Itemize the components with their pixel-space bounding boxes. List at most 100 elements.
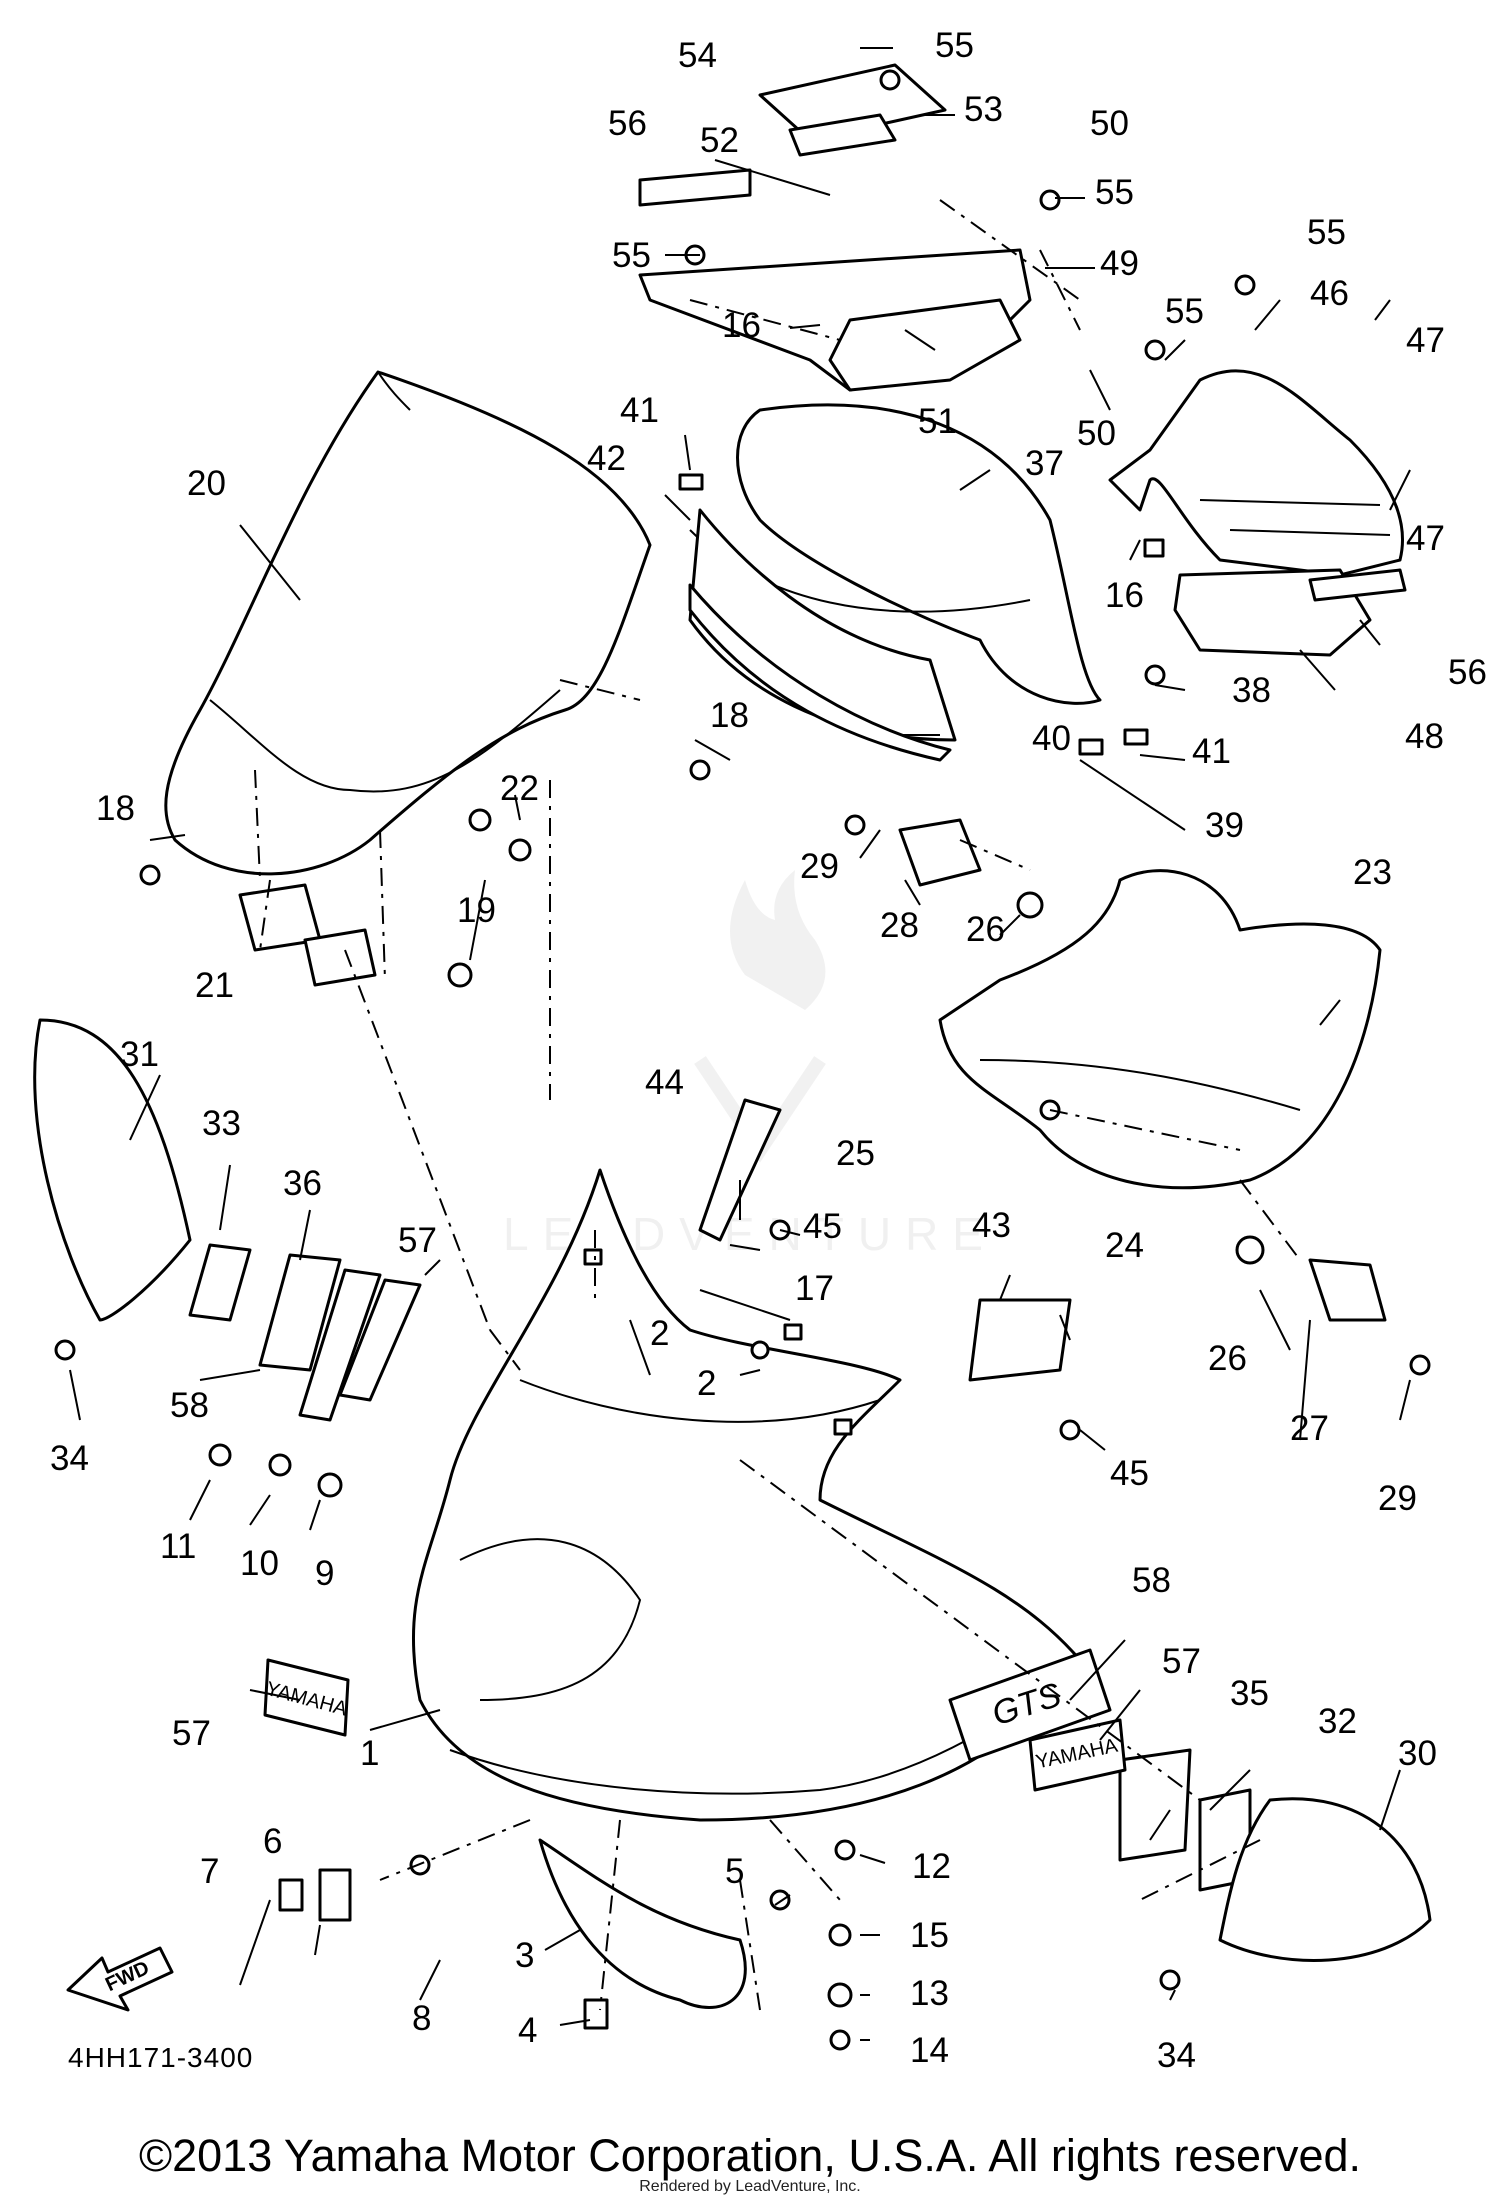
callout: 55 (1095, 173, 1134, 212)
copyright-text: ©2013 Yamaha Motor Corporation, U.S.A. A… (138, 2130, 1362, 2181)
callout: 41 (1192, 732, 1231, 771)
callout: 40 (1032, 719, 1071, 758)
leader-lines (69, 47, 1411, 2041)
side-panel-left (33, 1018, 192, 1322)
callout: 4 (518, 2011, 537, 2050)
stripe-57 (338, 1278, 422, 1402)
mirror-30 (1218, 1797, 1432, 1962)
bracket-28 (898, 818, 982, 887)
callout: 19 (457, 891, 496, 930)
callout: 3 (515, 1936, 534, 1975)
callout: 27 (1290, 1409, 1329, 1448)
callout: 30 (1398, 1734, 1437, 1773)
callout: 17 (795, 1269, 834, 1308)
callout: 55 (612, 236, 651, 275)
panel-43 (968, 1298, 1072, 1382)
callout: 55 (1165, 292, 1204, 331)
gts-decal: GTS (948, 1648, 1112, 1762)
callout: 42 (587, 439, 626, 478)
callout: 55 (935, 26, 974, 65)
callout: 2 (650, 1314, 669, 1353)
callout: 18 (710, 696, 749, 735)
bracket-27 (1308, 1258, 1387, 1322)
callout: 34 (50, 1439, 89, 1478)
callout: 16 (722, 306, 761, 345)
under-cowl (938, 869, 1382, 1190)
callout: 57 (172, 1714, 211, 1753)
callout: 38 (1232, 671, 1271, 710)
stay-40 (688, 583, 952, 762)
fasteners (54, 69, 1431, 2051)
bracket-33 (188, 1243, 252, 1322)
callout: 10 (240, 1544, 279, 1583)
lower-cowl (538, 1838, 747, 2009)
callout: 50 (1077, 414, 1116, 453)
callout: 23 (1353, 853, 1392, 892)
windscreen (164, 370, 652, 876)
mirror-bracket-35 (1118, 1748, 1192, 1862)
callout: 28 (880, 906, 919, 945)
callout: 26 (966, 910, 1005, 949)
callout: 46 (1310, 274, 1349, 313)
stripe-58 (298, 1268, 382, 1422)
bracket-44 (698, 1098, 782, 1242)
callout: 37 (1025, 444, 1064, 483)
callout: 31 (120, 1035, 159, 1074)
callout: 47 (1406, 519, 1445, 558)
callout: 35 (1230, 1674, 1269, 1713)
callout: 26 (1208, 1339, 1247, 1378)
drawing-code: 4HH171-3400 (68, 2042, 254, 2073)
callout: 32 (1318, 1702, 1357, 1741)
callout: 29 (1378, 1479, 1417, 1518)
callout: 25 (836, 1134, 875, 1173)
callout: 21 (195, 966, 234, 1005)
callout: 1 (360, 1734, 379, 1773)
bracket-36 (258, 1253, 342, 1372)
callout: 20 (187, 464, 226, 503)
callout: 6 (263, 1822, 282, 1861)
callout: 49 (1100, 244, 1139, 283)
callout: 34 (1157, 2036, 1196, 2075)
callout: 36 (283, 1164, 322, 1203)
callout: 56 (608, 104, 647, 143)
callout: 56 (1448, 653, 1487, 692)
callout: 39 (1205, 806, 1244, 845)
callout: 47 (1406, 321, 1445, 360)
callout: 2 (697, 1364, 716, 1403)
callout: 57 (398, 1221, 437, 1260)
callout: 5 (725, 1852, 744, 1891)
callout: 57 (1162, 1642, 1201, 1681)
callout: 51 (918, 402, 957, 441)
rendered-by-text: Rendered by LeadVenture, Inc. (639, 2178, 861, 2195)
callout: 58 (1132, 1561, 1171, 1600)
callout: 24 (1105, 1226, 1144, 1265)
callout: 16 (1105, 576, 1144, 615)
callout-numbers: 55 54 53 52 56 50 55 55 49 16 51 50 55 5… (50, 26, 1487, 2075)
inner-panel (736, 403, 1102, 705)
callout: 15 (910, 1916, 949, 1955)
side-inner-panel (1108, 369, 1405, 577)
leadventure-watermark: LEADVENTURE (503, 870, 983, 1260)
callout: 45 (1110, 1454, 1149, 1493)
callout: 43 (972, 1206, 1011, 1245)
callout: 55 (1307, 213, 1346, 252)
callout: 22 (500, 769, 539, 808)
callout: 14 (910, 2031, 949, 2070)
fwd-arrow-icon: FWD (66, 1946, 174, 2012)
callout: 50 (1090, 104, 1129, 143)
callout: 54 (678, 36, 717, 75)
callout: 33 (202, 1104, 241, 1143)
callout: 58 (170, 1386, 209, 1425)
callout: 13 (910, 1974, 949, 2013)
callout: 9 (315, 1554, 334, 1593)
callout: 29 (800, 847, 839, 886)
callout: 53 (964, 90, 1003, 129)
callout: 11 (160, 1527, 196, 1566)
callout: 18 (96, 789, 135, 828)
callout: 44 (645, 1063, 684, 1102)
callout: 12 (912, 1847, 951, 1886)
callout: 48 (1405, 717, 1444, 756)
yamaha-front-decal: YAMAHA (263, 1658, 350, 1737)
